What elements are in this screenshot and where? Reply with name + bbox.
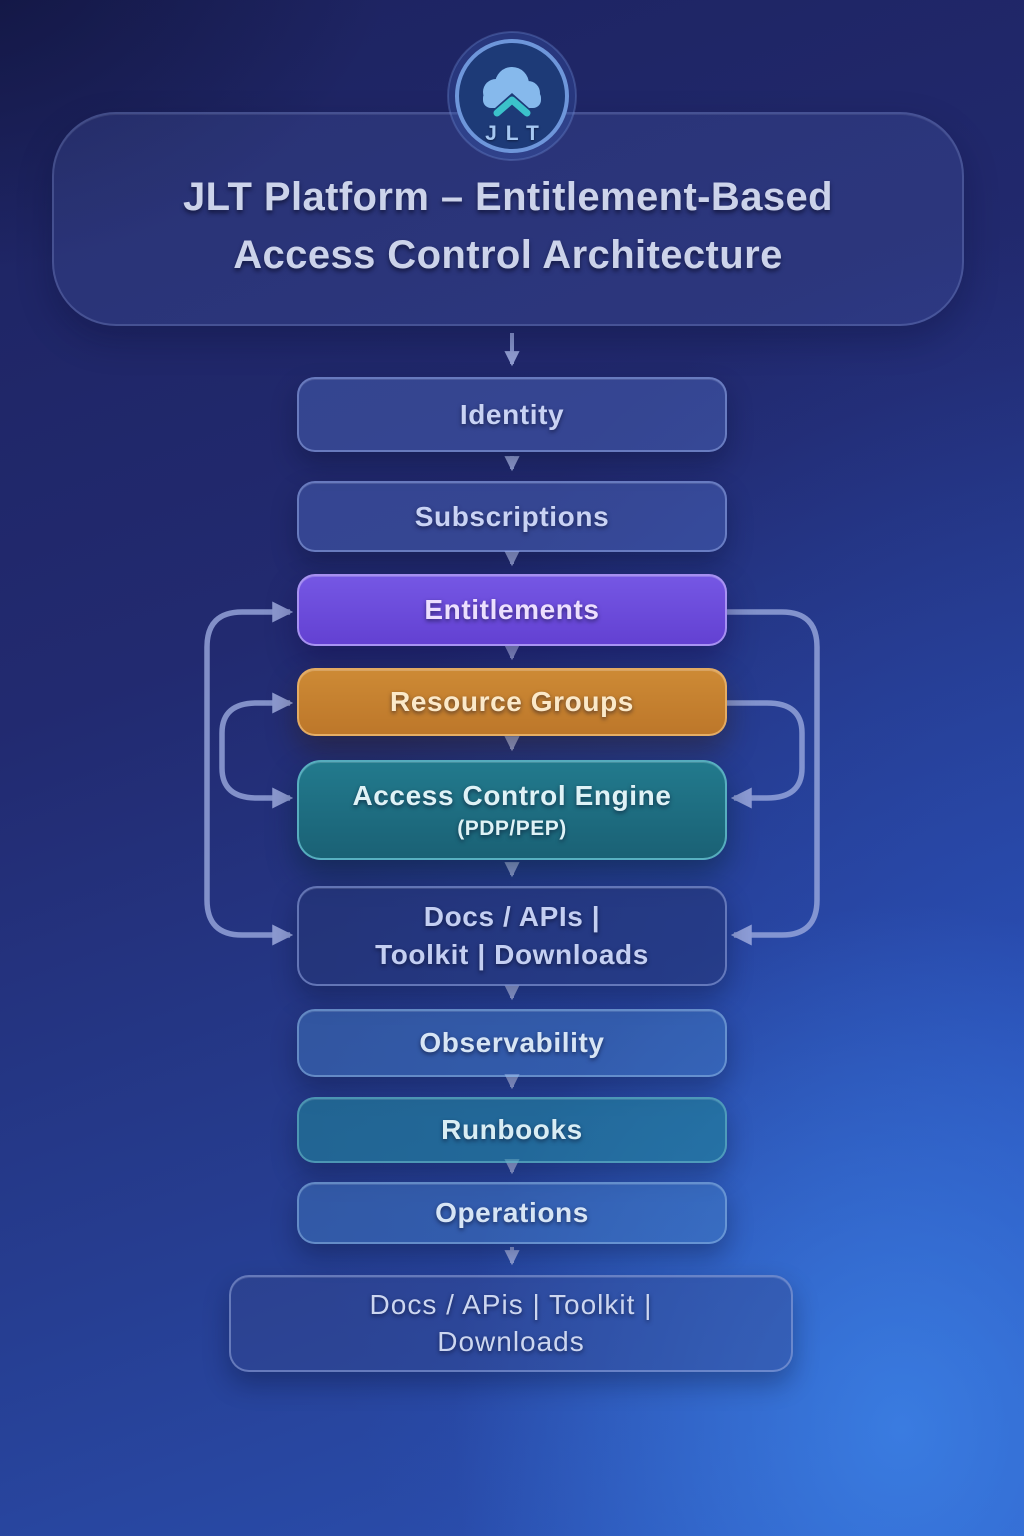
node-identity: Identity: [297, 377, 727, 452]
node-entitlements: Entitlements: [297, 574, 727, 646]
edge-left-resource-groups-ace: [219, 692, 294, 809]
node-label: Docs / APis | Toolkit |: [369, 1289, 653, 1321]
node-docs-downloads: Docs / APis | Toolkit | Downloads: [229, 1275, 793, 1372]
edge-left-entitlements-docs: [204, 601, 294, 946]
logo-label: JLT: [485, 122, 548, 145]
node-label: Operations: [435, 1197, 589, 1229]
page-title: JLT Platform – Entitlement-Based Access …: [183, 175, 833, 277]
node-label: Docs / APIs |: [423, 901, 601, 933]
title-panel: JLT Platform – Entitlement-Based Access …: [52, 112, 964, 326]
node-label: Resource Groups: [390, 686, 634, 718]
node-subscriptions: Subscriptions: [297, 481, 727, 552]
node-runbooks: Runbooks: [297, 1097, 727, 1163]
node-operations: Operations: [297, 1182, 727, 1244]
node-label: Observability: [419, 1027, 605, 1059]
node-label: Access Control Engine: [352, 780, 672, 812]
node-label: Subscriptions: [414, 500, 610, 532]
node-sublabel: (PDP/PEP): [457, 817, 567, 841]
edge-right-resource-groups-ace: [727, 700, 805, 809]
node-docs-apis: Docs / APIs | Toolkit | Downloads: [297, 886, 727, 986]
node-access-control-engine: Access Control Engine (PDP/PEP): [297, 760, 727, 860]
node-label: Entitlements: [424, 594, 600, 626]
edge-right-entitlements-docs: [727, 609, 820, 946]
node-label: Identity: [459, 398, 565, 430]
cloud-icon: [447, 31, 577, 161]
node-resource-groups: Resource Groups: [297, 668, 727, 736]
node-sublabel: Toolkit | Downloads: [375, 939, 649, 970]
node-sublabel: Downloads: [437, 1326, 585, 1358]
logo-badge: JLT: [446, 30, 578, 162]
node-label: Runbooks: [441, 1114, 583, 1146]
node-observability: Observability: [297, 1009, 727, 1077]
